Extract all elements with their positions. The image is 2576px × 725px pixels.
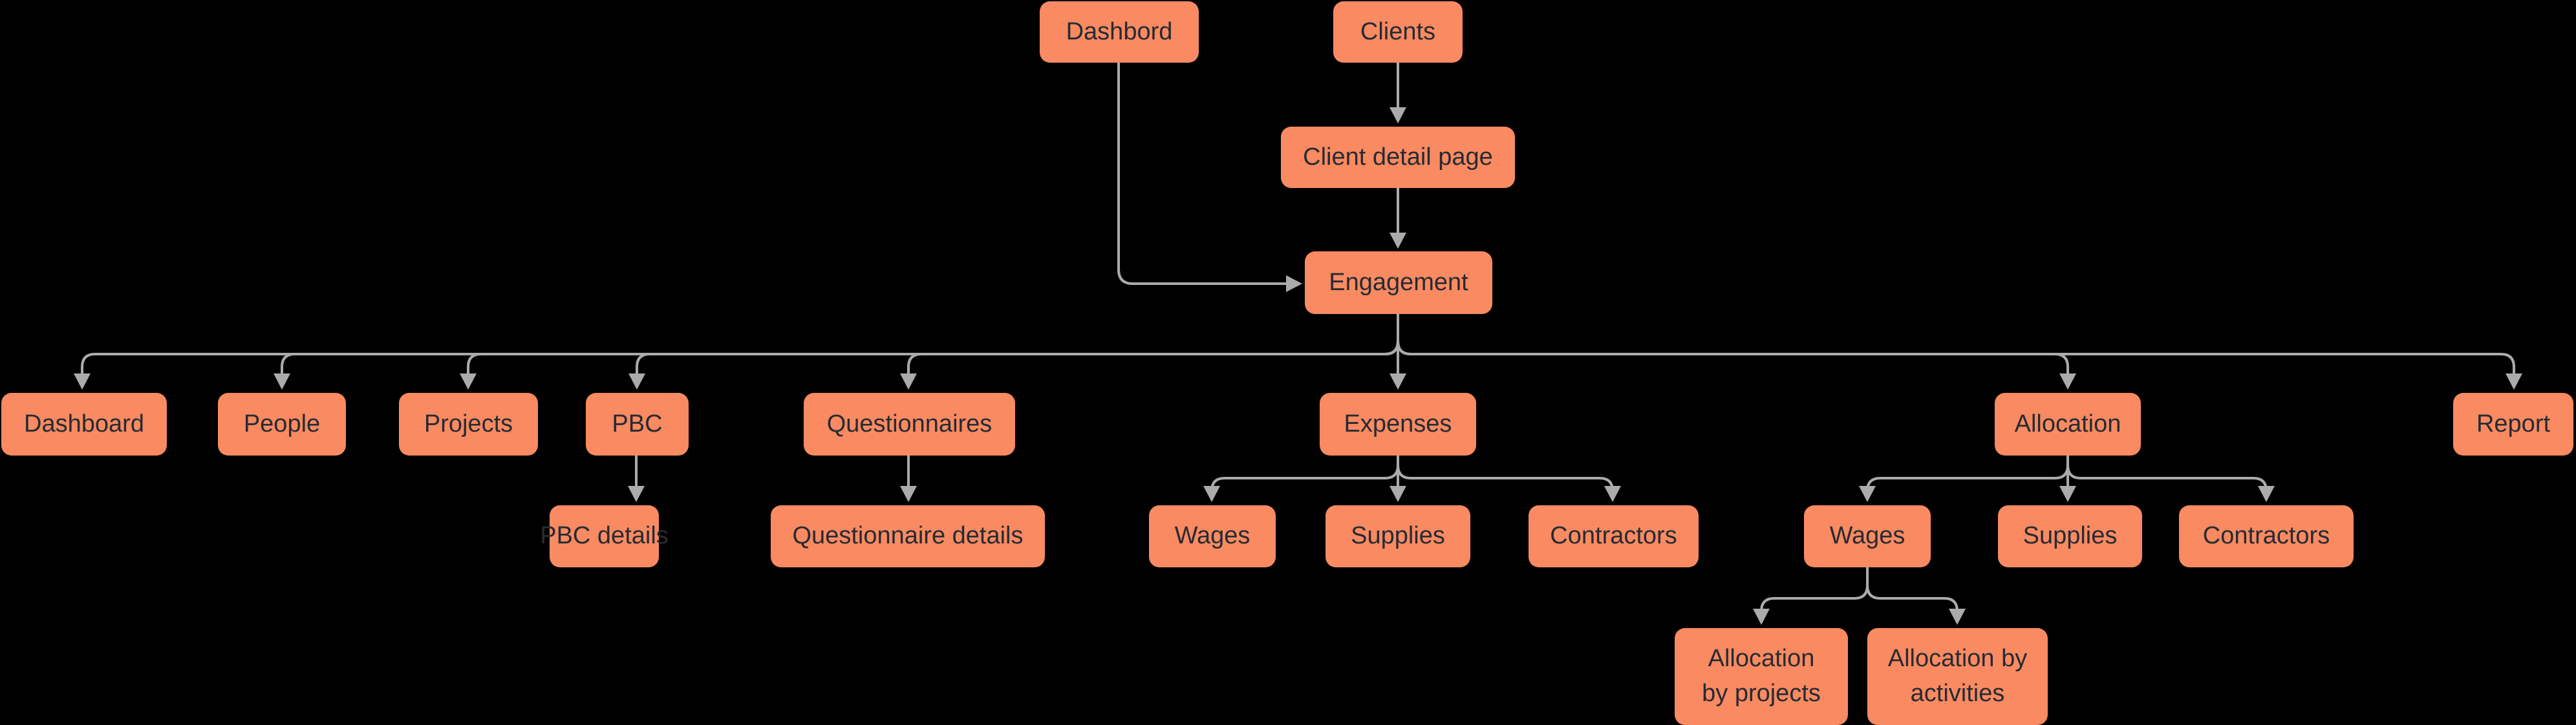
arrowhead-icon xyxy=(1949,609,1966,625)
arrowhead-icon xyxy=(1390,373,1406,390)
arrowhead-icon xyxy=(2506,373,2522,390)
node-questionnaire-details[interactable]: Questionnaire details xyxy=(771,505,1045,567)
arrowhead-icon xyxy=(900,373,917,390)
connector-line xyxy=(1866,566,1959,616)
arrowhead-icon xyxy=(900,486,917,502)
node-client-detail-page[interactable]: Client detail page xyxy=(1281,127,1515,188)
projects-label: Projects xyxy=(424,410,513,437)
arrowhead-icon xyxy=(1203,486,1220,502)
node-wages-expenses[interactable]: Wages xyxy=(1149,505,1276,567)
arrowhead-icon xyxy=(1286,275,1302,292)
expenses-label: Expenses xyxy=(1344,410,1452,437)
node-people[interactable]: People xyxy=(218,393,346,456)
node-report[interactable]: Report xyxy=(2453,393,2573,456)
arrowhead-icon xyxy=(2059,486,2076,502)
connector-line xyxy=(1760,566,1869,616)
node-wages-allocation[interactable]: Wages xyxy=(1804,505,1931,567)
wages-allocation-label: Wages xyxy=(1829,522,1905,550)
connector-line xyxy=(1117,61,1291,285)
pbc-details-label: PBC details xyxy=(540,522,669,550)
dashbord-top-label: Dashbord xyxy=(1066,17,1173,45)
node-clients[interactable]: Clients xyxy=(1333,1,1463,63)
clients-label: Clients xyxy=(1360,17,1436,45)
arrowhead-icon xyxy=(2258,486,2275,502)
arrowhead-icon xyxy=(274,373,290,390)
arrowhead-icon xyxy=(628,486,645,502)
connector-line xyxy=(467,312,1399,381)
arrowhead-icon xyxy=(2059,373,2076,390)
node-allocation-by-activities[interactable]: Allocation by activities xyxy=(1867,628,2048,725)
node-allocation-by-projects[interactable]: Allocation by projects xyxy=(1675,628,1848,725)
connector-line xyxy=(1397,454,1614,493)
node-contractors-allocation[interactable]: Contractors xyxy=(2179,505,2354,567)
arrowhead-icon xyxy=(628,373,645,390)
node-engagement[interactable]: Engagement xyxy=(1305,251,1492,314)
report-label: Report xyxy=(2476,410,2551,437)
node-contractors-expenses[interactable]: Contractors xyxy=(1529,505,1699,567)
node-questionnaires[interactable]: Questionnaires xyxy=(804,393,1015,456)
arrowhead-icon xyxy=(74,373,91,390)
supplies-allocation-label: Supplies xyxy=(2023,522,2118,550)
connector-line xyxy=(281,312,1399,381)
contractors-allocation-label: Contractors xyxy=(2202,522,2330,550)
wages-expenses-label: Wages xyxy=(1174,522,1250,550)
contractors-expenses-label: Contractors xyxy=(1550,522,1677,550)
node-supplies-expenses[interactable]: Supplies xyxy=(1326,505,1470,567)
connector-line xyxy=(1866,454,2069,493)
arrowhead-icon xyxy=(1390,107,1406,123)
node-allocation[interactable]: Allocation xyxy=(1995,393,2141,456)
node-projects[interactable]: Projects xyxy=(399,393,538,456)
pbc-label: PBC xyxy=(612,410,663,437)
node-expenses[interactable]: Expenses xyxy=(1320,393,1476,456)
node-dashboard[interactable]: Dashboard xyxy=(1,393,167,456)
engagement-label: Engagement xyxy=(1329,268,1468,296)
arrowhead-icon xyxy=(1859,486,1876,502)
connector-line xyxy=(1397,312,2515,381)
client-detail-page-label: Client detail page xyxy=(1303,143,1493,171)
node-supplies-allocation[interactable]: Supplies xyxy=(1998,505,2142,567)
arrowhead-icon xyxy=(1390,233,1406,249)
connector-line xyxy=(907,312,1399,381)
people-label: People xyxy=(243,410,321,437)
arrowhead-icon xyxy=(1390,486,1406,502)
allocation-by-projects-label: Allocation by projects xyxy=(1702,645,1821,707)
arrowhead-icon xyxy=(460,373,477,390)
questionnaires-label: Questionnaires xyxy=(826,410,993,437)
connector-line xyxy=(636,312,1399,381)
connector-line xyxy=(81,312,1399,381)
connector-line xyxy=(1397,312,2069,381)
connector-line xyxy=(2066,454,2268,493)
supplies-expenses-label: Supplies xyxy=(1351,522,1445,550)
arrowhead-icon xyxy=(1604,486,1621,502)
node-pbc[interactable]: PBC xyxy=(586,393,689,456)
dashboard-label: Dashboard xyxy=(24,410,144,437)
node-pbc-details[interactable]: PBC details xyxy=(540,505,669,567)
arrowhead-icon xyxy=(1753,609,1770,625)
allocation-label: Allocation xyxy=(2014,410,2121,437)
connector-line xyxy=(1210,454,1399,493)
allocation-by-activities-label: Allocation by activities xyxy=(1887,645,2028,707)
questionnaire-details-label: Questionnaire details xyxy=(792,522,1024,550)
node-dashbord-top[interactable]: Dashbord xyxy=(1040,1,1199,63)
